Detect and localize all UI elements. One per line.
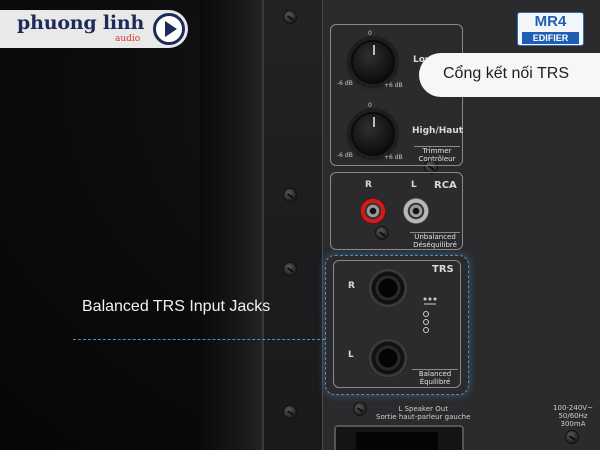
screw xyxy=(283,10,297,24)
badge-brand: EDIFIER xyxy=(522,32,579,44)
screw xyxy=(565,430,579,444)
logo-sub-text: audio xyxy=(115,34,141,44)
speaker-out-en: L Speaker Out xyxy=(398,405,448,413)
unbalanced-label-en: Unbalanced xyxy=(414,233,456,241)
speaker-out-fr: Sortie haut-parleur gauche xyxy=(376,413,471,421)
trs-left-label: L xyxy=(348,350,354,360)
trs-label: TRS xyxy=(432,264,454,275)
knob-max-mark: +6 dB xyxy=(384,82,403,89)
low-trimmer-knob xyxy=(351,40,395,84)
knob-min-mark: -6 dB xyxy=(337,80,353,87)
knob-max-mark: +6 dB xyxy=(384,154,403,161)
power-spec-line1: 100-240V~ xyxy=(553,404,593,412)
callout-text: Cổng kết nối TRS xyxy=(443,65,569,82)
screw xyxy=(353,402,367,416)
rca-left-label: L xyxy=(411,180,417,190)
trs-left-jack xyxy=(368,338,408,378)
callout-pill: Cổng kết nối TRS xyxy=(419,53,600,97)
speaker-out-label: L Speaker Out Sortie haut-parleur gauche xyxy=(376,405,470,421)
trs-right-label: R xyxy=(348,281,355,291)
trimmer-label: Trimmer Contrôleur xyxy=(414,146,460,163)
unbalanced-label: Unbalanced Déséquilibré xyxy=(410,232,460,249)
screw xyxy=(424,160,438,174)
annotation-leader-line xyxy=(73,339,325,340)
balanced-label-fr: Équilibré xyxy=(419,378,451,386)
knob-zero-mark: 0 xyxy=(368,102,372,109)
power-spec-line2: 50/60Hz 300mA xyxy=(558,412,588,428)
trs-highlight-box xyxy=(325,255,469,395)
unbalanced-label-fr: Déséquilibré xyxy=(413,241,457,249)
balanced-label: Balanced Équilibré xyxy=(412,369,458,386)
annotation-label: Balanced TRS Input Jacks xyxy=(82,298,271,315)
rca-section xyxy=(330,172,463,250)
knob-zero-mark: 0 xyxy=(368,30,372,37)
power-spec-label: 100-240V~ 50/60Hz 300mA xyxy=(546,404,600,428)
rca-left-jack xyxy=(403,198,429,224)
trs-section xyxy=(333,260,461,388)
cabinet-edge xyxy=(200,0,270,450)
screw xyxy=(375,226,389,240)
balanced-label-en: Balanced xyxy=(418,370,452,378)
high-trimmer-knob xyxy=(351,112,395,156)
screw xyxy=(283,262,297,276)
speaker-out-socket xyxy=(356,432,438,450)
play-icon xyxy=(153,13,185,45)
rca-right-jack xyxy=(360,198,386,224)
screw xyxy=(283,405,297,419)
screw xyxy=(283,188,297,202)
trimmer-label-fr: Contrôleur xyxy=(418,155,456,163)
brand-logo: phuong linh audio xyxy=(0,10,188,48)
rca-label: RCA xyxy=(434,180,457,191)
model-badge: MR4 EDIFIER xyxy=(517,12,584,46)
high-label: High/Haut xyxy=(412,126,464,136)
trs-right-jack xyxy=(368,268,408,308)
knob-min-mark: -6 dB xyxy=(337,152,353,159)
model-name: MR4 xyxy=(534,13,567,30)
rca-right-label: R xyxy=(365,180,372,190)
trimmer-label-en: Trimmer xyxy=(422,147,452,155)
trs-pinout-icon xyxy=(423,297,437,333)
logo-brand-text: phuong linh xyxy=(17,12,145,34)
